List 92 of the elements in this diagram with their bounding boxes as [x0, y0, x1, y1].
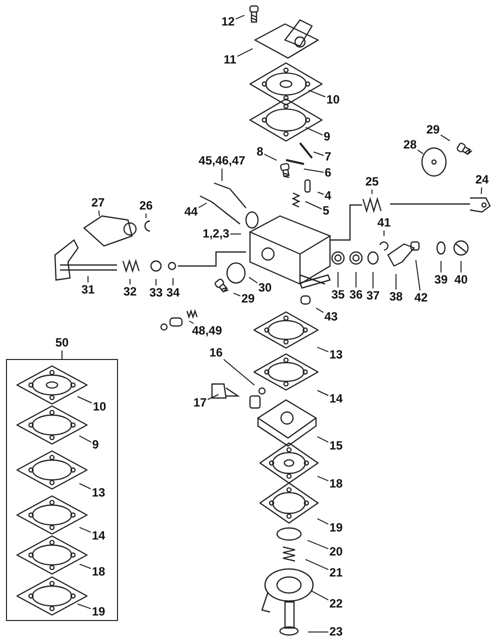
leader-line [317, 390, 329, 396]
callout-number: 24 [475, 174, 489, 186]
callout-number: 36 [349, 288, 363, 302]
callout-number: 19 [92, 605, 106, 618]
callout-number: 21 [329, 566, 343, 580]
leader-line [317, 476, 329, 482]
leader-line [264, 154, 278, 161]
leader-line [415, 259, 420, 291]
leader-line [303, 168, 324, 173]
callout-number: 37 [366, 290, 380, 302]
callout-number: 33 [149, 286, 163, 300]
callout-number: 15 [329, 440, 343, 452]
leader-line [172, 278, 174, 286]
callout-number: 4 [324, 190, 332, 202]
leader-line [417, 150, 424, 154]
callout-number: 38 [389, 290, 403, 304]
leader-line [235, 14, 245, 20]
leader-line [307, 540, 329, 550]
callout-number: 16 [209, 346, 223, 360]
leader-line [372, 272, 374, 289]
callout-number: 31 [81, 284, 95, 296]
callout-number: 28 [403, 138, 417, 152]
leader-line [236, 48, 254, 57]
callout-number: 29 [241, 292, 255, 306]
kit-frame [6, 359, 118, 621]
leader-line [460, 260, 462, 273]
callout-number: 29 [426, 124, 440, 136]
callout-number: 48,49 [192, 324, 222, 338]
leader-line [480, 187, 482, 194]
callout-number: 27 [91, 196, 105, 210]
leader-line [78, 483, 92, 490]
leader-line [440, 134, 450, 142]
callout-number: 12 [221, 16, 235, 28]
leader-line [316, 436, 329, 443]
callout-number: 13 [92, 486, 106, 499]
callout-number: 9 [324, 130, 330, 144]
leader-line [310, 590, 329, 600]
leader-line [313, 152, 324, 156]
leader-line [316, 518, 329, 525]
callout-number: 7 [324, 150, 332, 164]
callout-number: 18 [329, 478, 343, 490]
callout-number: 11 [224, 54, 236, 66]
callout-number: 34 [166, 286, 180, 300]
leader-line [98, 210, 100, 216]
leader-line [305, 558, 329, 570]
leader-line [248, 276, 258, 284]
callout-number: 8 [256, 146, 264, 158]
callout-number: 23 [329, 626, 343, 638]
callout-number: 19 [329, 522, 343, 534]
callout-number: 44 [184, 206, 198, 218]
callout-number: 26 [139, 200, 153, 212]
callout-number: 43 [324, 310, 338, 324]
leader-line [207, 394, 219, 400]
leader-line [198, 202, 208, 208]
callout-number: 6 [324, 166, 332, 180]
callout-number: 45,46,47 [198, 154, 246, 168]
callout-number: 9 [92, 438, 99, 451]
callout-number: 22 [329, 598, 343, 610]
callout-number: 18 [92, 565, 106, 578]
callout-number: 5 [322, 204, 330, 218]
callout-number: 10 [326, 94, 340, 106]
callout-number: 13 [329, 348, 343, 362]
callout-number: 14 [92, 529, 106, 542]
leader-line [79, 526, 92, 533]
leader-line [308, 90, 326, 98]
leader-line [78, 435, 92, 443]
leader-line [79, 564, 92, 569]
leader-line [188, 320, 194, 324]
callout-number: 42 [414, 292, 428, 304]
leader-line [440, 260, 442, 273]
callout-number: 17 [193, 396, 207, 410]
leader-line [223, 358, 255, 386]
callout-number: 30 [258, 282, 272, 294]
leader-line [305, 126, 324, 136]
callout-number: 40 [454, 274, 468, 286]
leader-line [77, 604, 92, 610]
leader-line [233, 292, 241, 296]
callout-number: 10 [92, 400, 106, 413]
callout-number: 39 [434, 274, 448, 286]
callout-number: 1,2,3 [202, 228, 230, 240]
leader-line [316, 308, 324, 313]
leader-line [304, 201, 322, 210]
callout-number: 50 [55, 336, 69, 350]
callout-number: 14 [329, 392, 343, 406]
leader-line [317, 192, 324, 195]
callout-number: 32 [123, 286, 137, 298]
callout-number: 25 [365, 176, 379, 188]
leader-line [77, 396, 92, 404]
callout-number: 41 [377, 216, 391, 230]
leader-line [317, 346, 329, 352]
callout-number: 35 [331, 288, 345, 302]
callout-number: 20 [329, 546, 343, 558]
